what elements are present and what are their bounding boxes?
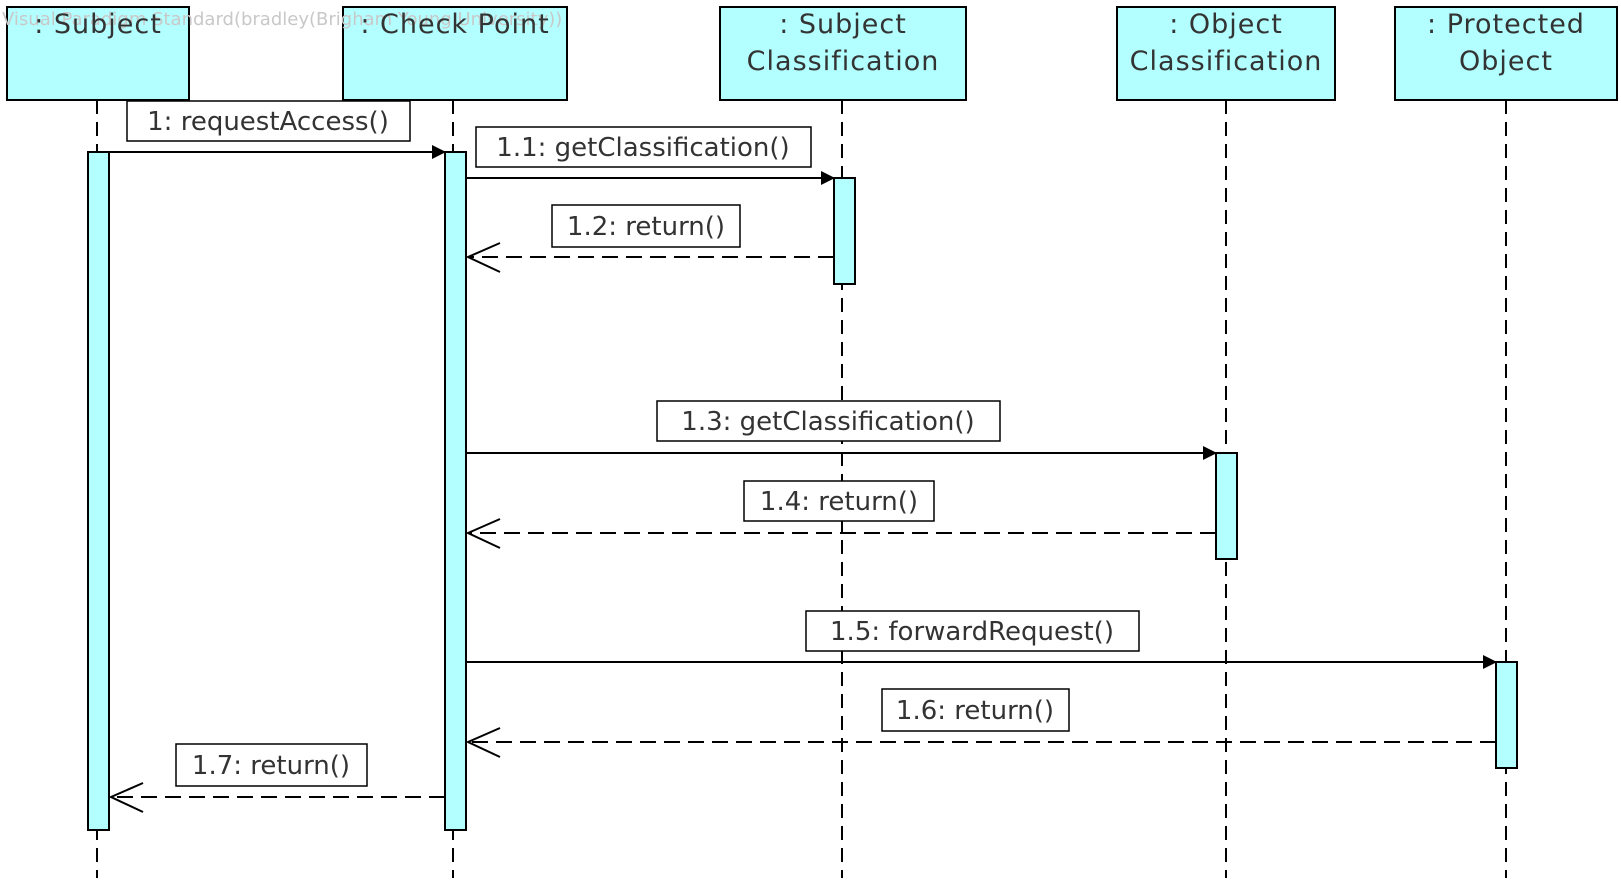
message-arrows: [108, 145, 1497, 813]
lifeline-label-protected-object-line2: Object: [1459, 46, 1553, 77]
message-label-box-1: [126, 100, 411, 142]
activation-protected-object: [1495, 661, 1518, 769]
message-label-1-3: 1.3: getClassification(): [681, 407, 974, 437]
lifeline-head-protected-object[interactable]: [1394, 6, 1618, 101]
message-label-box-1-5: [805, 610, 1140, 652]
message-labels: 1: requestAccess() 1.1: getClassificatio…: [147, 107, 1114, 781]
lifeline-label-check-point: : Check Point: [360, 9, 549, 40]
lifeline-heads: [6, 6, 1618, 101]
lifeline-head-subject[interactable]: [6, 6, 190, 101]
message-arrowhead-1-7: [108, 782, 144, 813]
watermark: Visual Paradigm Standard(bradley(Brigham…: [2, 9, 562, 30]
activation-object-classification: [1215, 452, 1238, 560]
message-arrowhead-1-6: [465, 727, 501, 758]
message-arrowhead-1-2: [465, 242, 501, 273]
lifeline-label-object-classification-line2: Classification: [1130, 46, 1323, 77]
message-label-1-4: 1.4: return(): [760, 487, 918, 517]
lifeline-label-subject-classification-line2: Classification: [747, 46, 940, 77]
message-label-1-6: 1.6: return(): [896, 696, 1054, 726]
lifeline-label-protected-object-line1: : Protected: [1427, 9, 1585, 40]
message-label-box-1-6: [881, 688, 1070, 732]
activation-check-point: [444, 151, 467, 831]
lifeline-head-object-classification[interactable]: [1116, 6, 1336, 101]
message-label-1: 1: requestAccess(): [147, 107, 389, 137]
lifeline-label-subject-classification-line1: : Subject: [779, 9, 907, 40]
message-label-1-7: 1.7: return(): [192, 751, 350, 781]
message-arrowhead-1-4: [465, 518, 501, 549]
lifeline-label-object-classification-line1: : Object: [1169, 9, 1283, 40]
message-label-box-1-3: [656, 400, 1001, 442]
activation-subject-classification: [833, 177, 856, 285]
lifeline-label-subject: : Subject: [34, 9, 162, 40]
message-label-1-5: 1.5: forwardRequest(): [830, 617, 1114, 647]
message-label-box-1-1: [475, 126, 812, 168]
lifeline-head-check-point[interactable]: [342, 6, 568, 101]
message-label-boxes: [126, 100, 1140, 787]
message-label-1-1: 1.1: getClassification(): [496, 133, 789, 163]
activation-subject: [87, 151, 110, 831]
lifeline-head-subject-classification[interactable]: [719, 6, 967, 101]
message-label-box-1-2: [551, 204, 741, 248]
message-label-box-1-7: [175, 743, 368, 787]
activation-bars: [87, 151, 1518, 831]
message-label-1-2: 1.2: return(): [567, 212, 725, 242]
message-label-box-1-4: [743, 480, 935, 522]
lifeline-head-labels: : Subject : Check Point : Subject Classi…: [34, 9, 1585, 77]
